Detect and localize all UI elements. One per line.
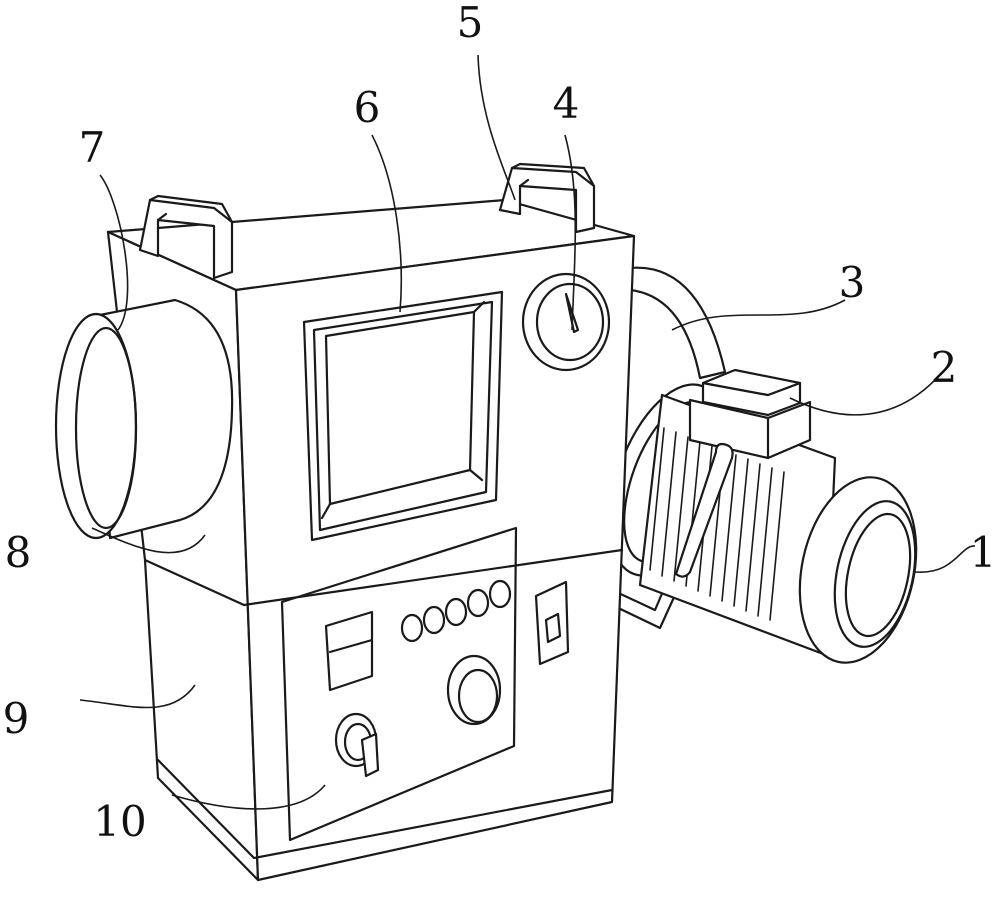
right-handle	[498, 162, 596, 234]
leader-lines	[79, 54, 976, 810]
motor-cable	[674, 442, 734, 578]
label-5: 5	[457, 0, 484, 47]
motor-end-cap-ring	[833, 500, 917, 648]
junction-box	[688, 368, 812, 460]
leader-5	[477, 54, 516, 201]
label-1: 1	[970, 528, 997, 577]
left-handle	[138, 194, 234, 280]
meter-window	[324, 610, 374, 692]
cabinet-plinth	[156, 758, 614, 860]
label-8: 8	[5, 528, 32, 577]
label-10: 10	[93, 797, 146, 846]
cabinet-front	[234, 234, 636, 882]
air-duct	[628, 266, 727, 380]
inlet-pipe	[54, 298, 234, 540]
control-panel	[280, 526, 518, 842]
key-switch	[334, 712, 380, 778]
leader-9	[79, 684, 196, 709]
motor-end-cap-inner	[844, 512, 912, 638]
indicator-lights	[400, 579, 512, 643]
label-9: 9	[3, 694, 30, 743]
leader-7	[99, 174, 129, 331]
leader-3	[671, 299, 846, 331]
cabinet-left-seam	[143, 558, 246, 607]
cabinet	[106, 162, 636, 882]
label-7: 7	[79, 123, 106, 172]
inlet-pipe-lip	[74, 326, 138, 530]
display-screen	[302, 290, 504, 542]
toggle-switch	[534, 580, 570, 666]
motor-assembly	[608, 368, 918, 664]
control-panel-frame	[280, 526, 518, 842]
pressure-gauge	[521, 272, 611, 372]
leader-6	[371, 134, 403, 313]
reference-numerals: 1 2 3 4 5 6 7 8 9 10	[3, 0, 997, 846]
label-3: 3	[839, 258, 866, 307]
label-6: 6	[354, 83, 381, 132]
leader-4	[564, 134, 577, 331]
leader-2	[789, 379, 936, 416]
leader-8	[91, 527, 206, 554]
leader-1	[914, 545, 976, 573]
cabinet-front-seam	[242, 548, 624, 607]
label-2: 2	[931, 343, 958, 392]
label-4: 4	[553, 79, 580, 128]
control-knob	[446, 654, 502, 726]
leader-10	[171, 784, 326, 810]
